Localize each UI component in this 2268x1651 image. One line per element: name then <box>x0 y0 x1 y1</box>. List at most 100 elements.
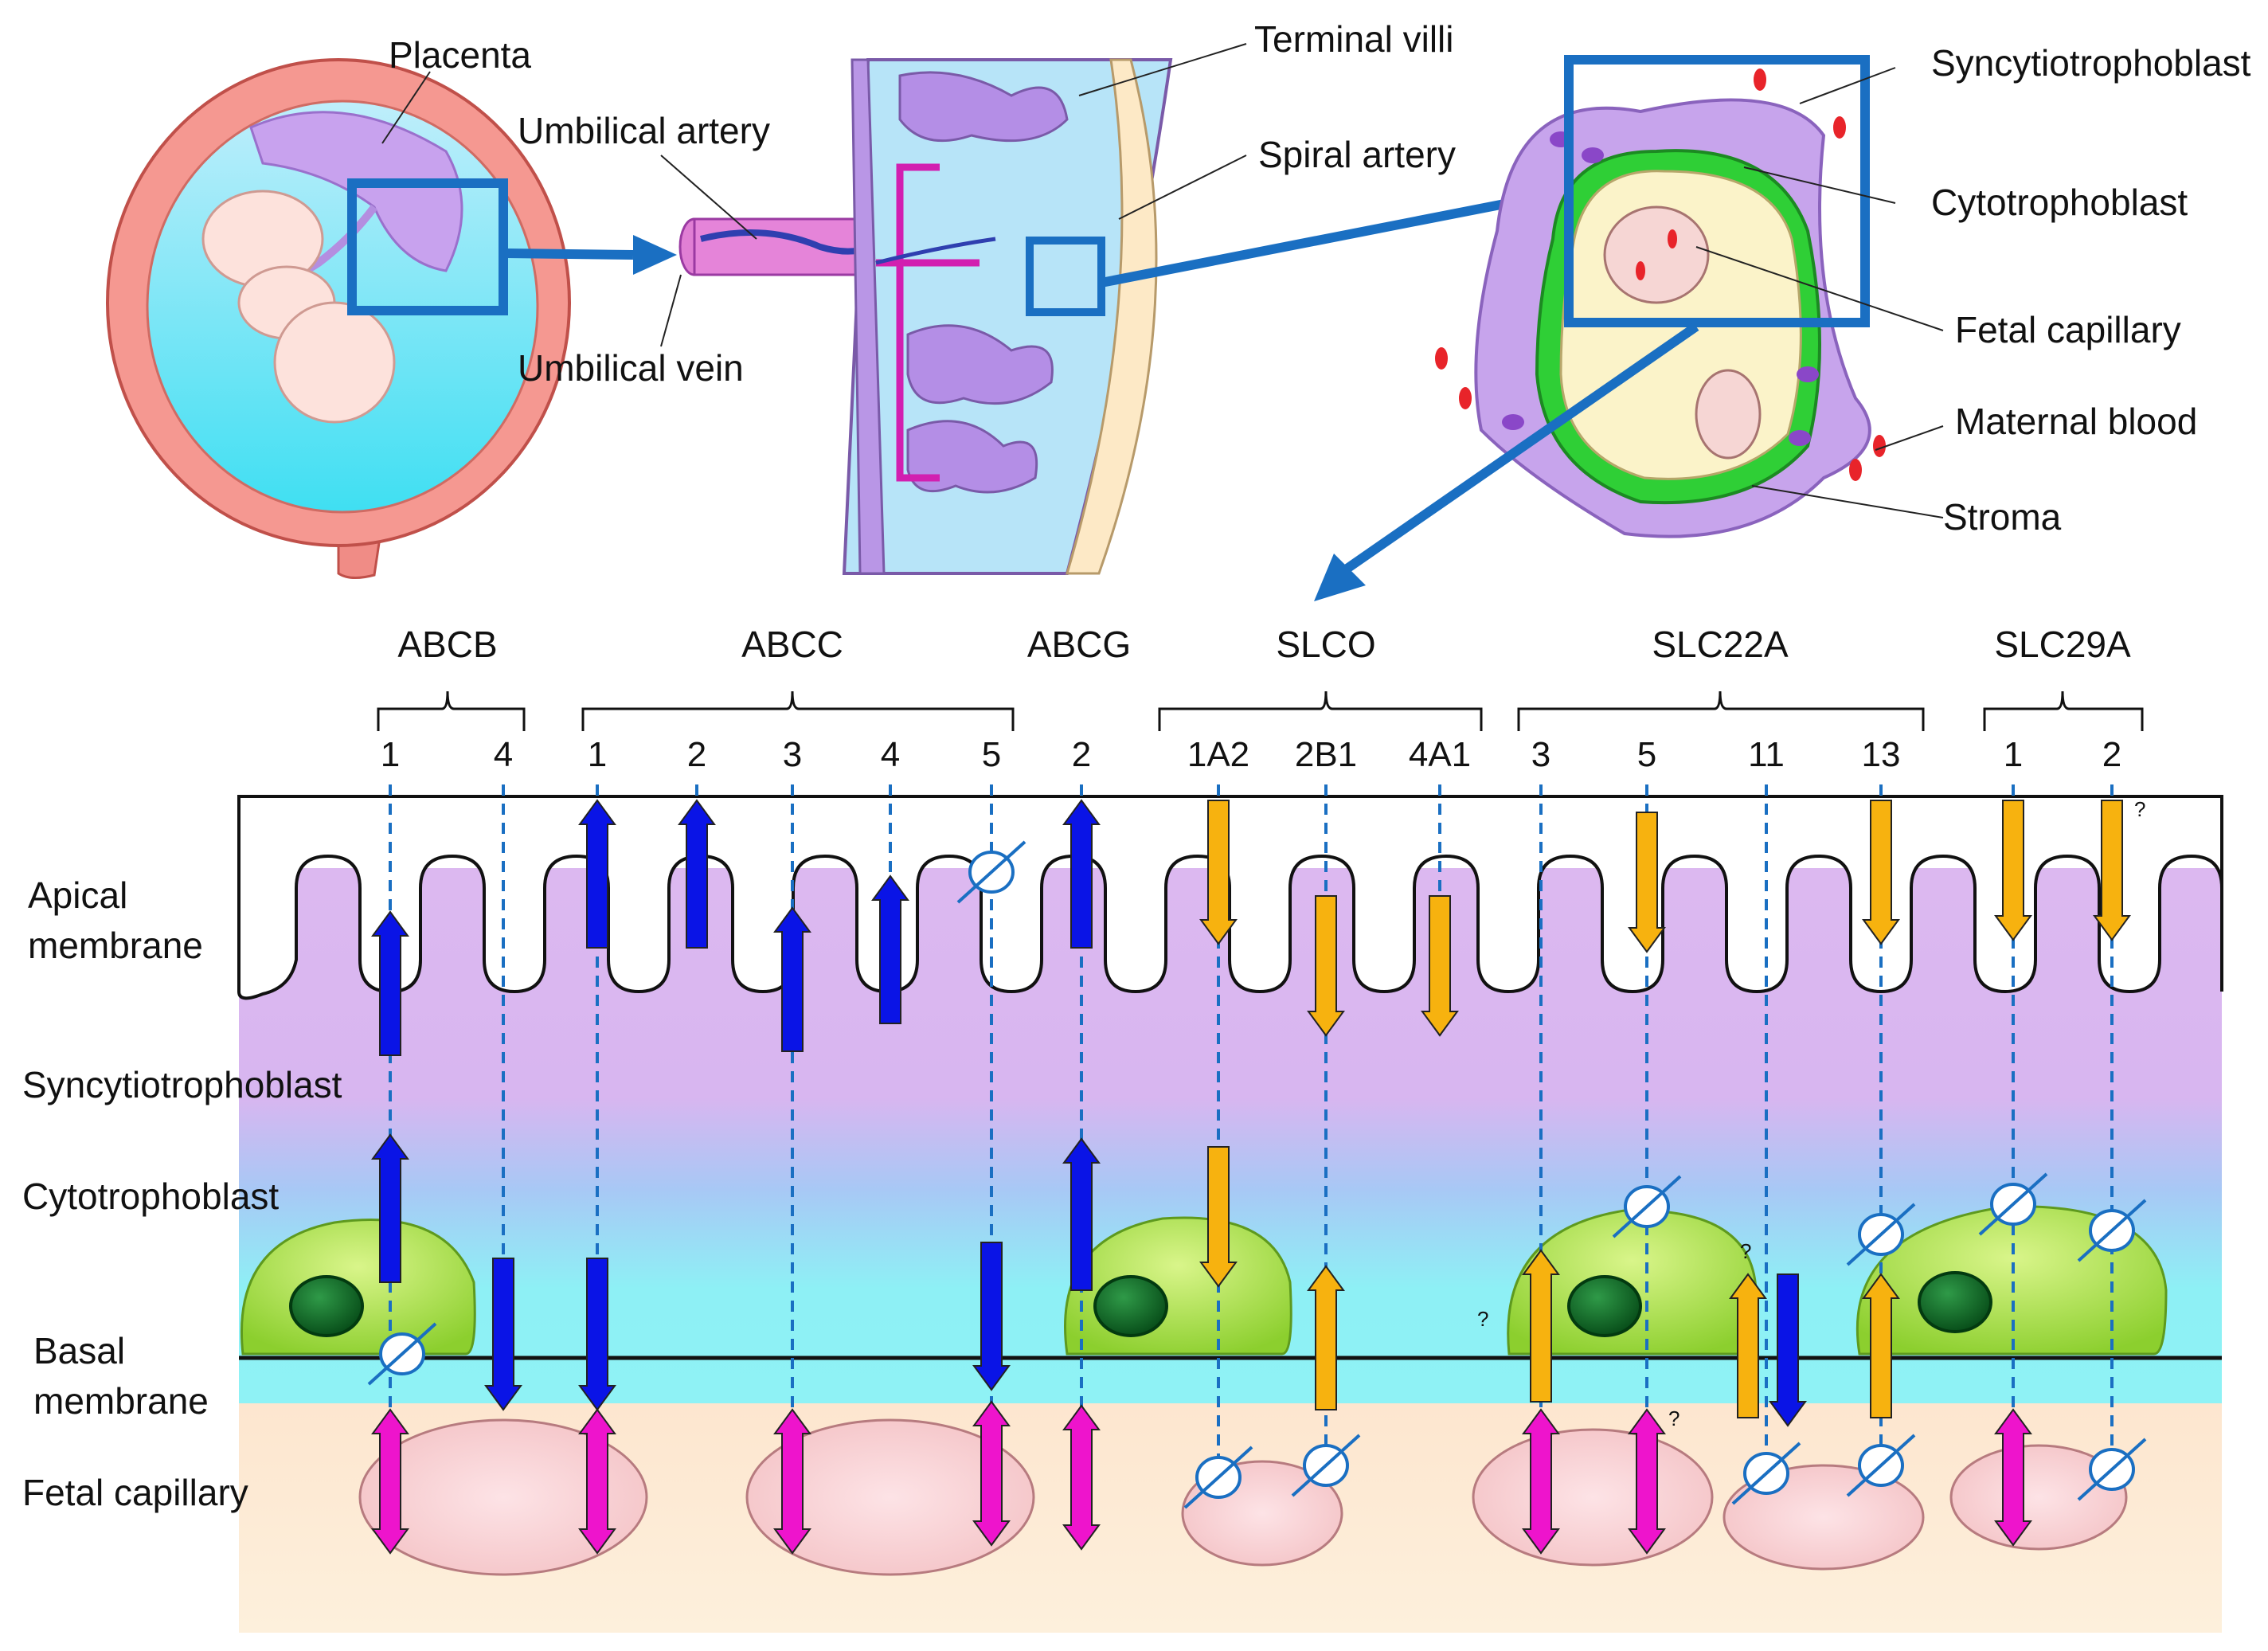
null-slc22a13-capillary <box>1846 1434 1916 1497</box>
arrow-slc29a2-apical <box>2093 800 2131 941</box>
null-abcc5-apical <box>956 840 1026 904</box>
arrow-abcb4-basal <box>484 1258 522 1411</box>
member-abcc-5: 5 <box>982 735 1001 774</box>
question-mark-slc22a11-basal: ? <box>1740 1239 1751 1263</box>
arrow-abcc3-capillary <box>773 1408 811 1555</box>
label-spiral-artery: Spiral artery <box>1258 134 1456 175</box>
apical-membrane <box>237 795 2223 1000</box>
family-slco: SLCO <box>1276 624 1375 665</box>
arrow-slc22a13-apical <box>1862 800 1900 945</box>
side-label-fetal-capillary: Fetal capillary <box>22 1472 248 1513</box>
arrow-abcb1-apical <box>371 910 409 1056</box>
label-terminal-villi: Terminal villi <box>1254 18 1453 60</box>
family-slc29a: SLC29A <box>1994 624 2131 665</box>
side-label-basal-1: Basal <box>33 1330 125 1371</box>
null-slc22a11-capillary <box>1731 1442 1801 1505</box>
arrow-slco2b1-apical <box>1307 895 1345 1037</box>
arrow-abcc1-basal <box>578 1258 616 1411</box>
arrow-abcg2-cyto <box>1062 1137 1101 1291</box>
null-slc22a5-cyto <box>1612 1175 1682 1238</box>
label-umbilical-vein: Umbilical vein <box>518 347 744 389</box>
member-abcb-4: 4 <box>494 735 513 774</box>
arrow-slc29a1-apical <box>1994 800 2032 941</box>
member-abcg-2: 2 <box>1072 735 1091 774</box>
arrow-abcc3-apical <box>773 906 811 1052</box>
arrow-slc22a11-basal-out <box>1769 1273 1807 1427</box>
arrow-abcc5-capillary <box>972 1400 1011 1547</box>
member-slco-1a2: 1A2 <box>1187 735 1249 774</box>
question-mark-slc22a3-basal: ? <box>1477 1307 1488 1331</box>
arrow-slco2b1-basal <box>1307 1265 1345 1410</box>
arrow-abcc5-basal <box>972 1242 1011 1391</box>
family-slc22a: SLC22A <box>1652 624 1789 665</box>
side-label-apical-2: membrane <box>28 925 203 966</box>
side-labels: Apical membrane Syncytiotrophoblast Cyto… <box>22 874 342 1513</box>
uncertain-markers: ? ? ? ? <box>1477 797 2145 1430</box>
label-placenta: Placenta <box>389 34 531 76</box>
null-slc22a13-cyto <box>1846 1203 1916 1266</box>
side-label-syncytiotrophoblast: Syncytiotrophoblast <box>22 1064 342 1105</box>
member-slc22a-5: 5 <box>1637 735 1656 774</box>
member-slc29a-2: 2 <box>2102 735 2121 774</box>
arrow-abcc1-apical <box>578 799 616 949</box>
zoom-arrow-3 <box>1314 323 1699 601</box>
question-mark-slc29a2-apical: ? <box>2134 797 2145 821</box>
arrow-slc22a5-apical <box>1628 812 1666 953</box>
question-mark-slc22a5-capillary: ? <box>1668 1406 1679 1430</box>
arrow-slc29a1-capillary <box>1994 1408 2032 1547</box>
label-syncytiotrophoblast: Syncytiotrophoblast <box>1931 42 2251 84</box>
family-brackets <box>377 691 2144 731</box>
side-label-cytotrophoblast: Cytotrophoblast <box>22 1176 279 1217</box>
arrow-abcg2-capillary <box>1062 1404 1101 1551</box>
umbilical-vessels <box>678 217 886 276</box>
placenta-cross-section <box>842 58 1173 575</box>
arrow-abcb1-capillary <box>371 1408 409 1555</box>
arrow-abcg2-apical <box>1062 799 1101 949</box>
arrow-slc22a5-capillary <box>1628 1408 1666 1555</box>
arrow-slco4a1-apical <box>1421 895 1459 1037</box>
label-stroma: Stroma <box>1943 496 2062 538</box>
top-illustration: Placenta Umbilical artery Umbilical vein… <box>106 18 2251 601</box>
family-abcb: ABCB <box>397 624 497 665</box>
arrow-abcc4-apical <box>871 874 909 1024</box>
uterus-illustration <box>106 58 571 579</box>
family-abcc: ABCC <box>741 624 843 665</box>
side-label-basal-2: membrane <box>33 1380 209 1422</box>
null-slc29a2-capillary <box>2077 1438 2147 1501</box>
null-slc29a2-cyto <box>2077 1199 2147 1262</box>
arrow-slc22a13-basal <box>1862 1273 1900 1418</box>
family-abcg: ABCG <box>1027 624 1131 665</box>
label-umbilical-artery: Umbilical artery <box>518 110 770 151</box>
label-fetal-capillary: Fetal capillary <box>1955 309 2181 350</box>
member-slc22a-13: 13 <box>1862 735 1901 774</box>
label-cytotrophoblast: Cytotrophoblast <box>1931 182 2188 223</box>
cytotrophoblast-cells <box>240 1205 2168 1356</box>
member-abcc-2: 2 <box>687 735 706 774</box>
side-label-apical-1: Apical <box>28 874 127 916</box>
null-slco2b1-capillary <box>1291 1434 1361 1497</box>
null-slc29a1-cyto <box>1978 1172 2048 1236</box>
zoom-arrow-1 <box>502 235 677 275</box>
member-slco-4a1: 4A1 <box>1409 735 1471 774</box>
member-abcc-4: 4 <box>881 735 900 774</box>
label-maternal-blood: Maternal blood <box>1955 401 2197 442</box>
family-headers: ABCB ABCC ABCG SLCO SLC22A SLC29A 1 4 1 … <box>377 624 2144 774</box>
arrow-abcc2-apical <box>678 799 716 949</box>
arrow-slc22a3-capillary <box>1522 1408 1560 1555</box>
null-abcb1-basal <box>367 1322 437 1386</box>
member-abcc-3: 3 <box>783 735 802 774</box>
member-slc22a-11: 11 <box>1748 735 1785 774</box>
arrow-slc22a11-basal-in <box>1729 1273 1767 1418</box>
member-slc29a-1: 1 <box>2004 735 2023 774</box>
arrow-abcb1-cyto <box>371 1133 409 1283</box>
leader-lines <box>381 43 1944 518</box>
arrow-slco1a2-cyto <box>1199 1146 1238 1288</box>
arrow-abcc1-capillary <box>578 1408 616 1555</box>
arrow-slco1a2-apical <box>1199 800 1238 945</box>
terminal-villus <box>1435 55 1886 538</box>
member-slc22a-3: 3 <box>1531 735 1550 774</box>
arrow-slc22a3-basal <box>1522 1249 1560 1403</box>
member-abcc-1: 1 <box>588 735 607 774</box>
member-abcb-1: 1 <box>381 735 400 774</box>
